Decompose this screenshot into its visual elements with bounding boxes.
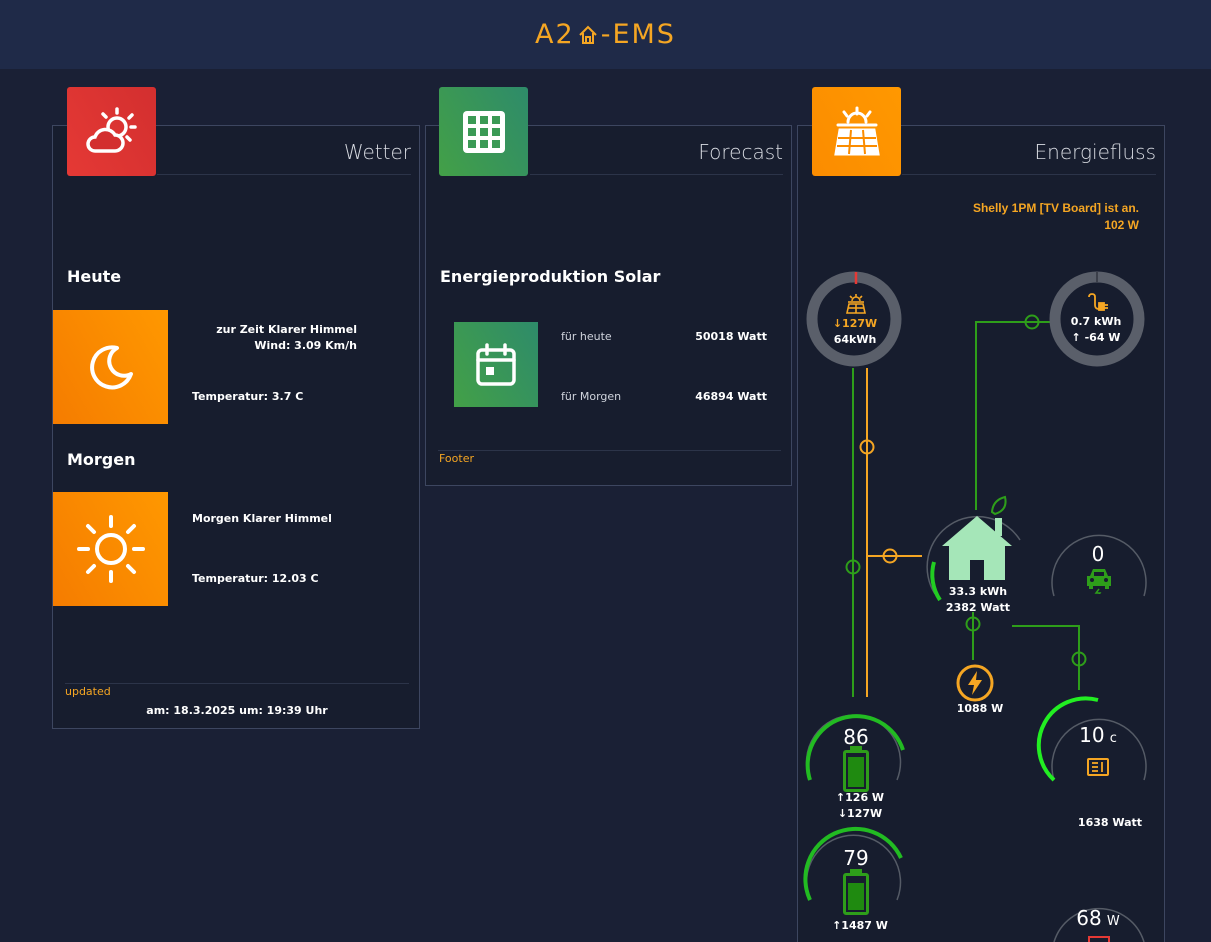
battery1-soc: 86 (843, 725, 869, 749)
bottom-right-reading: 68 W (1060, 906, 1136, 930)
today-wind: Wind: 3.09 Km/h (254, 339, 357, 352)
forecast-title: Forecast (698, 140, 783, 164)
car-value: 0 (1091, 542, 1105, 566)
shelly-line2: 102 W (1104, 218, 1139, 232)
battery2-up: ↑1487 W (832, 919, 888, 932)
battery1-down: ↓127W (837, 807, 883, 820)
wetter-card: Wetter Heute zur Zeit Klarer Himmel Wind… (52, 125, 420, 729)
tomorrow-weather-tile (53, 492, 168, 606)
grid-energy: 0.7 kWh (1070, 315, 1122, 328)
grid-icon (462, 110, 505, 153)
forecast-today-value: 50018 Watt (695, 330, 767, 343)
grid-plug-icon (1088, 293, 1108, 311)
solar-power: ↓127W (832, 317, 878, 330)
bottom-right-value: 68 (1076, 906, 1102, 930)
cloud-sun-icon (85, 106, 137, 153)
heater-value: 10 (1079, 723, 1105, 747)
house-icon (942, 495, 1012, 580)
divider (157, 174, 411, 175)
divider (530, 174, 783, 175)
calendar-icon (476, 342, 516, 386)
divider (902, 174, 1156, 175)
calendar-tile (454, 322, 538, 407)
forecast-today-label: für heute (561, 330, 612, 343)
forecast-card-icon (439, 87, 528, 176)
forecast-tomorrow-label: für Morgen (561, 390, 622, 403)
house-logo-icon (578, 25, 597, 44)
sun-icon (76, 515, 145, 583)
tomorrow-condition: Morgen Klarer Himmel (192, 512, 332, 525)
lightning-icon (956, 664, 994, 702)
solar-energy: 64kWh (833, 333, 877, 346)
logo-left: A2 (535, 19, 575, 50)
energiefluss-title: Energiefluss (1034, 140, 1156, 164)
shelly-line1: Shelly 1PM [TV Board] ist an. (972, 201, 1139, 215)
battery2-soc: 79 (843, 846, 869, 870)
lightning-power: 1088 W (956, 702, 1004, 715)
energiefluss-card-icon (812, 87, 901, 176)
moon-icon (89, 345, 133, 390)
tomorrow-heading: Morgen (67, 450, 136, 469)
battery2-cap (850, 869, 862, 873)
today-weather-tile (53, 310, 168, 424)
wetter-title: Wetter (343, 140, 411, 164)
heater-icon (1087, 758, 1109, 776)
top-bar: A2 -EMS (0, 0, 1211, 69)
footer-divider (65, 683, 409, 684)
heater-unit: c (1109, 731, 1117, 746)
battery1-up: ↑126 W (835, 791, 885, 804)
battery1-icon (843, 750, 869, 792)
app-logo[interactable]: A2 -EMS (535, 19, 676, 50)
forecast-footer: Footer (439, 452, 474, 465)
battery2-icon (843, 873, 869, 915)
grid-power: ↑ -64 W (1071, 331, 1121, 344)
solar-small-icon (846, 294, 866, 314)
bottom-right-unit: W (1106, 914, 1120, 929)
footer-divider (438, 450, 781, 451)
forecast-card: Forecast Energieproduktion Solar für heu… (425, 125, 792, 486)
bottom-right-icon (1088, 936, 1110, 942)
house-power: 2382 Watt (945, 601, 1011, 614)
forecast-heading: Energieproduktion Solar (440, 267, 661, 286)
solar-panel-icon (833, 106, 880, 155)
heater-reading: 10 c (1060, 723, 1136, 747)
battery1-cap (850, 746, 862, 750)
wetter-card-icon (67, 87, 156, 176)
today-temp: Temperatur: 3.7 C (192, 390, 304, 403)
shelly-status: Shelly 1PM [TV Board] ist an. 102 W (973, 200, 1139, 234)
logo-right: -EMS (600, 19, 676, 50)
updated-text: am: 18.3.2025 um: 19:39 Uhr (146, 704, 328, 717)
forecast-tomorrow-value: 46894 Watt (695, 390, 767, 403)
today-heading: Heute (67, 267, 122, 286)
car-icon (1087, 569, 1111, 594)
tomorrow-temp: Temperatur: 12.03 C (192, 572, 319, 585)
updated-label: updated (65, 685, 111, 698)
battery2-fill (848, 883, 864, 910)
house-energy: 33.3 kWh (948, 585, 1008, 598)
heater-power: 1638 Watt (1077, 816, 1143, 829)
battery1-fill (848, 757, 864, 787)
today-condition: zur Zeit Klarer Himmel (216, 323, 357, 336)
